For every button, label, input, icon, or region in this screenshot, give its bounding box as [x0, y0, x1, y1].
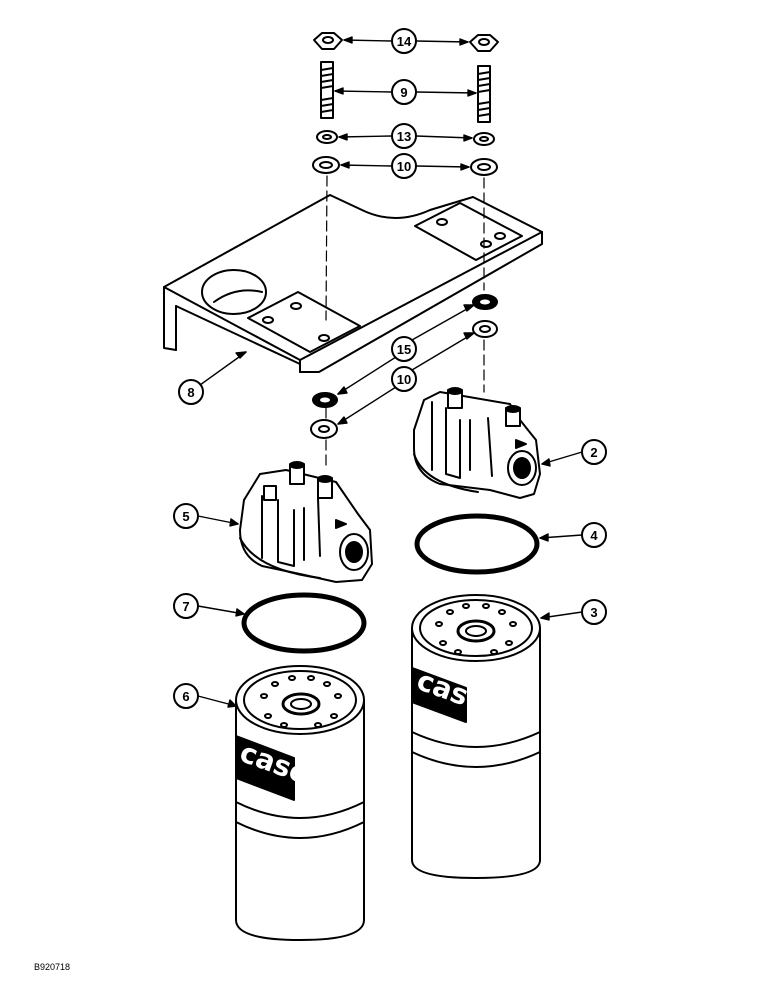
- callout-10-lower: 10: [391, 366, 417, 392]
- flat-washer-right: [470, 158, 498, 176]
- callout-15: 15: [391, 336, 417, 362]
- filter-element-right: case: [411, 594, 541, 879]
- flat-washer-left: [312, 156, 340, 174]
- hex-nut-left: [313, 32, 343, 50]
- lock-washer-right: [473, 132, 495, 146]
- callout-10-top: 10: [391, 153, 417, 179]
- stud-right: [477, 65, 491, 123]
- hex-nut-right: [469, 34, 499, 52]
- flat-washer-left-lower: [310, 419, 338, 439]
- leader-lines: [197, 36, 583, 708]
- svg-text:14: 14: [397, 34, 412, 49]
- assembly-center-lines: [325, 175, 485, 471]
- seal-washer-left: [312, 392, 338, 408]
- svg-text:2: 2: [590, 445, 597, 460]
- svg-text:10: 10: [397, 372, 411, 387]
- svg-text:13: 13: [397, 129, 411, 144]
- filter-element-left: case: [235, 665, 365, 941]
- callout-3: 3: [581, 599, 607, 625]
- svg-text:3: 3: [590, 605, 597, 620]
- callout-6: 6: [173, 683, 199, 709]
- flat-washer-right-lower: [472, 320, 498, 338]
- svg-text:15: 15: [397, 342, 411, 357]
- svg-text:7: 7: [182, 599, 189, 614]
- callout-9: 9: [391, 79, 417, 105]
- lock-washer-left: [316, 130, 338, 144]
- figure-id: B920718: [34, 962, 71, 972]
- svg-text:9: 9: [400, 85, 407, 100]
- callout-14: 14: [391, 28, 417, 54]
- callout-4: 4: [581, 522, 607, 548]
- o-ring-right: [414, 513, 540, 575]
- stud-left: [320, 61, 334, 119]
- filter-head-left: [239, 461, 373, 583]
- callout-8: 8: [178, 379, 204, 405]
- filter-head-right: [413, 387, 541, 499]
- callout-5: 5: [173, 503, 199, 529]
- seal-washer-right: [472, 294, 498, 310]
- svg-text:6: 6: [182, 689, 189, 704]
- mounting-bracket: [163, 194, 543, 373]
- svg-text:4: 4: [590, 528, 598, 543]
- o-ring-left: [241, 592, 367, 654]
- callout-2: 2: [581, 439, 607, 465]
- callout-13: 13: [391, 123, 417, 149]
- svg-text:10: 10: [397, 159, 411, 174]
- callout-7: 7: [173, 593, 199, 619]
- svg-text:8: 8: [187, 385, 194, 400]
- svg-text:5: 5: [182, 509, 189, 524]
